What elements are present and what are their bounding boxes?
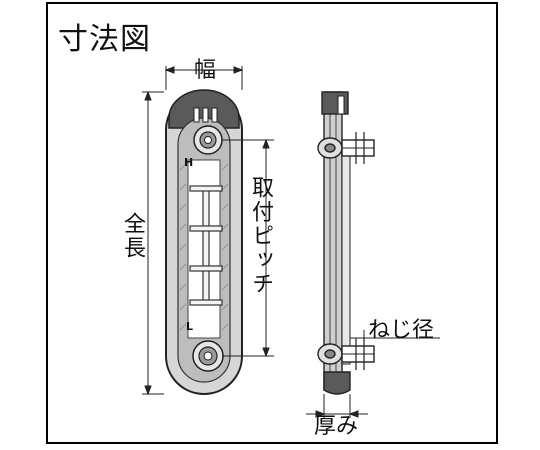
level-scale	[189, 185, 223, 306]
thickness-label: 厚み	[314, 414, 359, 439]
frame-hatching	[179, 163, 229, 331]
side-dimensions	[306, 330, 440, 418]
front-view	[165, 89, 243, 395]
thread-diameter-label: ねじ径	[368, 318, 435, 343]
side-bottom-cap	[323, 371, 351, 395]
side-view	[317, 91, 375, 395]
width-label: 幅	[194, 58, 217, 83]
overall-length-label: 全長	[120, 212, 145, 260]
mounting-pitch-label: 取付ピッチ	[248, 176, 273, 296]
diagram-title: 寸法図	[58, 22, 151, 57]
front-dimensions	[142, 66, 274, 396]
diagram-frame	[46, 2, 498, 444]
low-mark: L	[186, 320, 194, 333]
high-mark: H	[184, 156, 194, 169]
